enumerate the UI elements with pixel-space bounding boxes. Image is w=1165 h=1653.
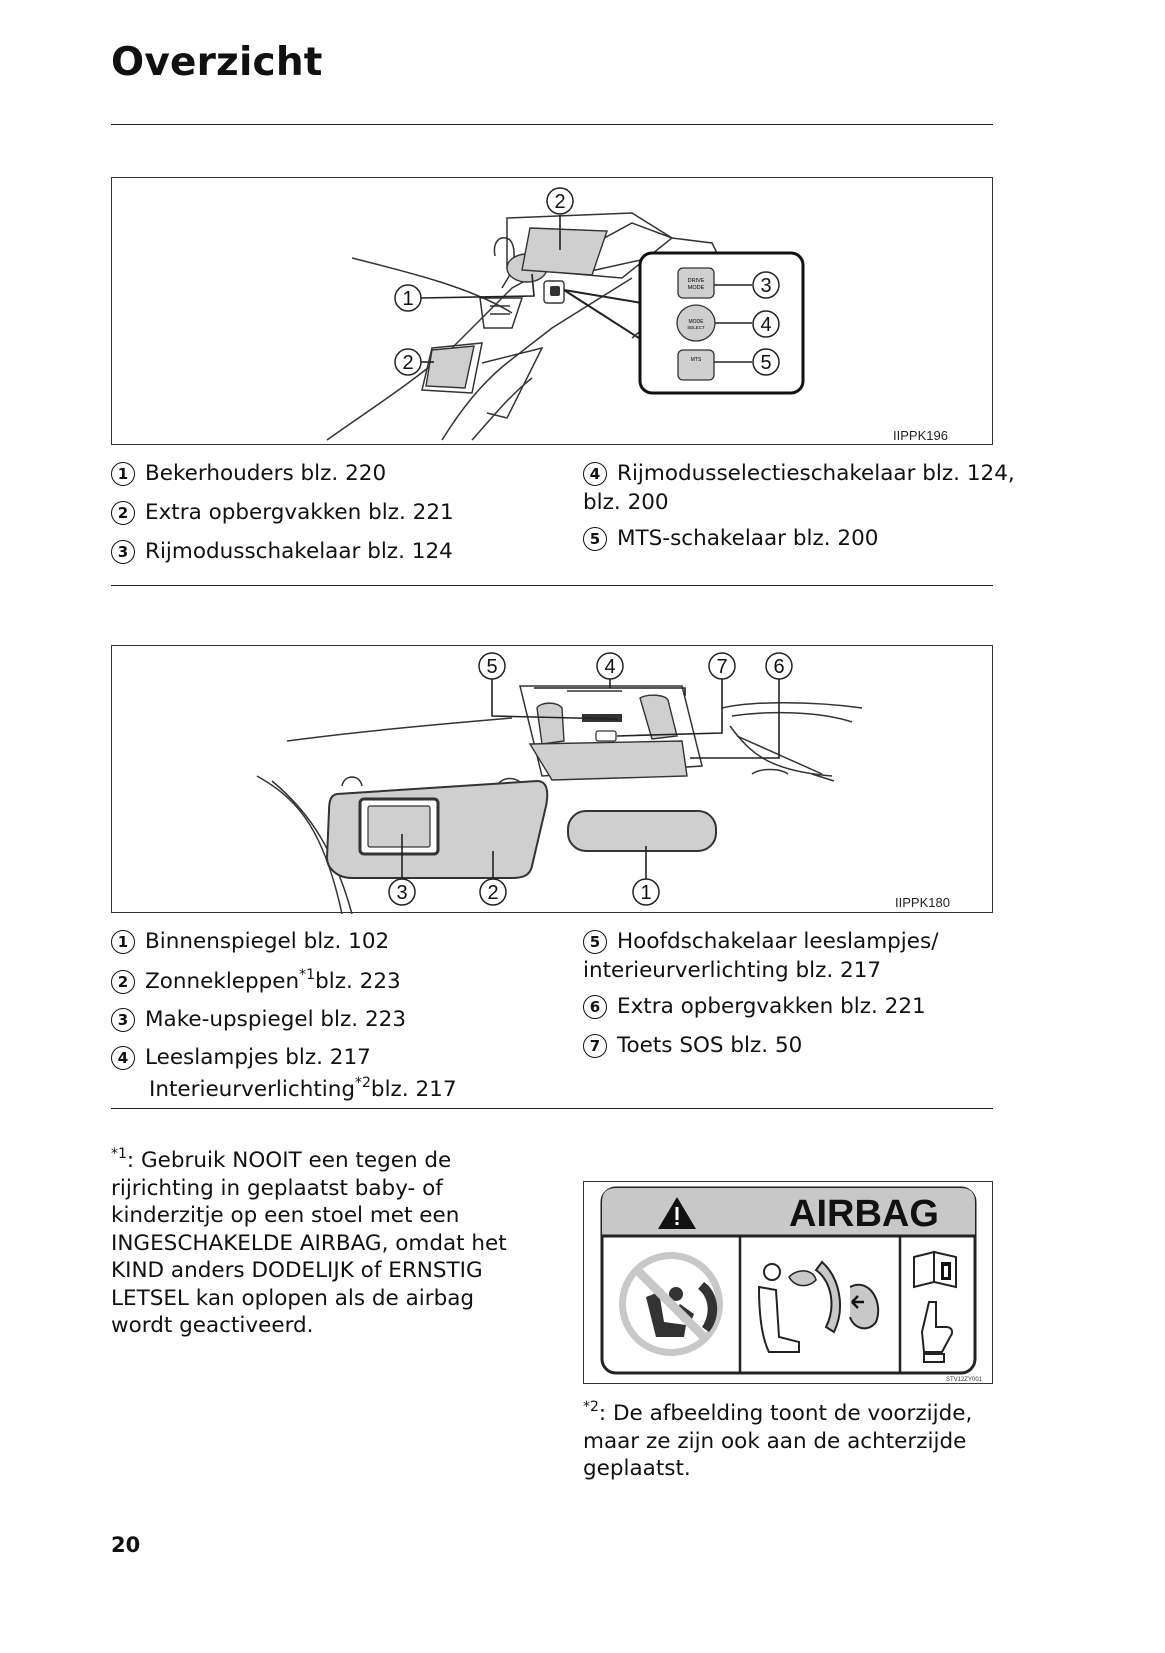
- mode-select-button-text: MODE: [689, 319, 705, 325]
- footnote-1: *1: Gebruik NOOIT een tegen de rijrichti…: [111, 1146, 507, 1338]
- callout-4: 4: [760, 314, 771, 336]
- callout-5: 5: [486, 656, 497, 678]
- legend-item-continuation: blz. 200: [583, 490, 669, 515]
- callout-7: 7: [716, 656, 727, 678]
- page-number: 20: [111, 1533, 141, 1557]
- legend-item-continuation: interieurverlichting blz. 217: [583, 958, 882, 983]
- callout-2b: 2: [402, 352, 413, 374]
- title-rule: [111, 124, 993, 125]
- read-manual-icon: [913, 1250, 957, 1363]
- figure-code: IIPPK180: [895, 895, 950, 910]
- overhead-illustration: 5 4 7 6 3 2 1: [256, 652, 863, 914]
- airbag-label-graphic: AIRBAG STV12ZY001: [600, 1186, 983, 1383]
- callout-4: 4: [604, 656, 615, 678]
- drive-mode-button-text: DRIVE: [688, 278, 705, 284]
- section-rule: [111, 585, 993, 586]
- callout-1: 1: [402, 288, 413, 310]
- no-rear-facing-child-seat-icon: [619, 1252, 723, 1356]
- figure-center-console: DRIVE MODE MODE SELECT MTS 2 1 2 3: [111, 177, 993, 445]
- footnote-2: *2: De afbeelding toont de voorzijde, ma…: [583, 1399, 973, 1481]
- mts-button-text: MTS: [691, 357, 702, 363]
- callout-3: 3: [396, 882, 407, 904]
- center-console-illustration: DRIVE MODE MODE SELECT MTS 2 1 2 3: [326, 187, 805, 441]
- figure-code: IIPPK196: [893, 428, 948, 443]
- callout-3: 3: [760, 275, 771, 297]
- airbag-deployment-icon: [757, 1260, 880, 1353]
- airbag-warning-label: AIRBAG STV12ZY001: [583, 1181, 993, 1384]
- figure-overhead: 5 4 7 6 3 2 1 IIPPK180: [111, 645, 993, 914]
- page-title: Overzicht: [111, 40, 323, 85]
- svg-text:SELECT: SELECT: [687, 325, 705, 330]
- callout-2: 2: [487, 882, 498, 904]
- callout-6: 6: [773, 656, 784, 678]
- airbag-title: AIRBAG: [789, 1193, 939, 1235]
- airbag-label-code: STV12ZY001: [946, 1377, 983, 1383]
- callout-1: 1: [640, 882, 651, 904]
- legend-item-continuation: Interieurverlichting*2blz. 217: [149, 1075, 457, 1102]
- callout-2a: 2: [554, 191, 565, 213]
- svg-text:MODE: MODE: [688, 285, 705, 291]
- section-rule: [111, 1108, 993, 1109]
- callout-5: 5: [760, 352, 771, 374]
